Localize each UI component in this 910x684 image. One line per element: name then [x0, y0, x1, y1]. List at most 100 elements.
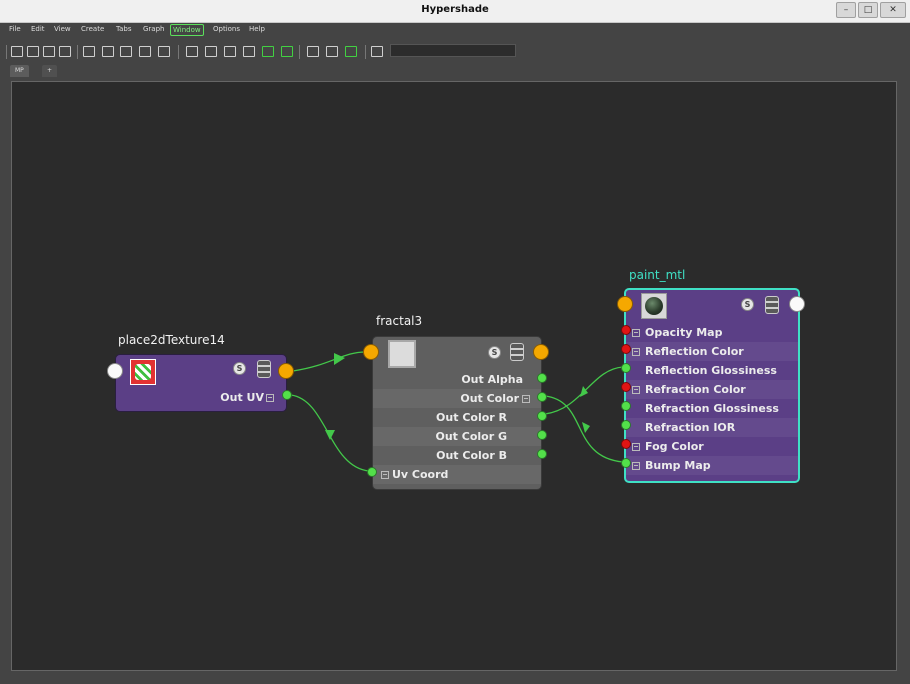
toolbar-separator: [77, 45, 78, 59]
input-port[interactable]: [617, 296, 633, 312]
attr-opacity-map[interactable]: Opacity Map: [626, 323, 798, 342]
attr-out-color[interactable]: Out Color: [373, 389, 541, 408]
frame-selected-icon[interactable]: [281, 46, 293, 57]
wire-arrow: [334, 353, 345, 365]
graph-network-icon[interactable]: [120, 46, 132, 57]
search-input[interactable]: [390, 44, 516, 57]
expand-icon[interactable]: [632, 443, 640, 451]
expand-icon[interactable]: [632, 348, 640, 356]
zoom-icon[interactable]: [262, 46, 274, 57]
toolbar-separator: [299, 45, 300, 59]
custom-mode-icon[interactable]: [243, 46, 255, 57]
fractal-node[interactable]: S Out Alpha Out Color Out Color R Out Co…: [372, 336, 542, 490]
connected-mode-icon[interactable]: [205, 46, 217, 57]
out-color-g-port[interactable]: [537, 430, 547, 440]
collapse-icon[interactable]: [522, 395, 530, 403]
connection-wires: [290, 351, 624, 472]
attr-refraction-glossiness[interactable]: Refraction Glossiness: [645, 402, 779, 415]
fog-color-port[interactable]: [621, 439, 631, 449]
refraction-glossiness-port[interactable]: [621, 401, 631, 411]
reflection-color-port[interactable]: [621, 344, 631, 354]
attribute-view-icon[interactable]: [257, 360, 271, 378]
node-title-place2dtexture: place2dTexture14: [118, 333, 225, 347]
menu-view[interactable]: View: [54, 25, 71, 33]
attr-out-uv[interactable]: Out UV: [116, 388, 286, 407]
attr-fog-color[interactable]: Fog Color: [626, 437, 798, 456]
menu-options[interactable]: Options: [213, 25, 241, 33]
menu-tabs[interactable]: Tabs: [116, 25, 132, 33]
shading-icon[interactable]: S: [488, 346, 501, 359]
out-color-b-port[interactable]: [537, 449, 547, 459]
pin-icon[interactable]: [326, 46, 338, 57]
filter-icon[interactable]: [371, 46, 383, 57]
expand-icon[interactable]: [632, 386, 640, 394]
menu-window[interactable]: Window: [170, 24, 204, 36]
close-icon[interactable]: ✕: [880, 2, 906, 18]
wire-arrow: [580, 386, 588, 397]
attr-bump-map[interactable]: Bump Map: [626, 456, 798, 475]
simple-mode-icon[interactable]: [186, 46, 198, 57]
tab-mp[interactable]: MP: [10, 65, 29, 77]
full-mode-icon[interactable]: [224, 46, 236, 57]
snap-icon[interactable]: [345, 46, 357, 57]
output-port[interactable]: [533, 344, 549, 360]
attr-out-alpha[interactable]: Out Alpha: [461, 373, 523, 386]
uv-coord-port[interactable]: [367, 467, 377, 477]
attr-out-color-g[interactable]: Out Color G: [373, 427, 541, 446]
window-controls: – □ ✕: [836, 2, 906, 18]
input-port[interactable]: [363, 344, 379, 360]
window-titlebar[interactable]: Hypershade – □ ✕: [0, 0, 910, 23]
paint-mtl-node[interactable]: S Opacity Map Reflection Color Reflectio…: [624, 288, 800, 483]
output-connections-icon[interactable]: [43, 46, 55, 57]
menu-graph[interactable]: Graph: [143, 25, 165, 33]
attr-refraction-ior[interactable]: Refraction IOR: [626, 418, 798, 437]
attr-out-color-r[interactable]: Out Color R: [436, 411, 507, 424]
out-uv-port[interactable]: [282, 390, 292, 400]
menu-create[interactable]: Create: [81, 25, 105, 33]
node-title-paint-mtl: paint_mtl: [629, 268, 686, 282]
shading-icon[interactable]: S: [233, 362, 246, 375]
out-color-port[interactable]: [537, 392, 547, 402]
attr-out-color-b[interactable]: Out Color B: [436, 449, 507, 462]
reflection-glossiness-port[interactable]: [621, 363, 631, 373]
out-color-r-port[interactable]: [537, 411, 547, 421]
output-port[interactable]: [278, 363, 294, 379]
menu-help[interactable]: Help: [249, 25, 265, 33]
menu-edit[interactable]: Edit: [31, 25, 45, 33]
attribute-view-icon[interactable]: [510, 343, 524, 361]
input-output-connections-icon[interactable]: [27, 46, 39, 57]
rearrange-graph-icon[interactable]: [139, 46, 151, 57]
maximize-icon[interactable]: □: [858, 2, 878, 18]
place2dtexture-node[interactable]: S Out UV: [115, 354, 287, 412]
clear-graph-icon[interactable]: [59, 46, 71, 57]
add-tab-button[interactable]: +: [42, 65, 58, 77]
attr-reflection-glossiness[interactable]: Reflection Glossiness: [645, 364, 777, 377]
expand-icon[interactable]: [632, 462, 640, 470]
minimize-icon[interactable]: –: [836, 2, 856, 18]
material-sphere-icon: [641, 293, 667, 319]
menu-file[interactable]: File: [9, 25, 21, 33]
input-port[interactable]: [107, 363, 123, 379]
input-connections-icon[interactable]: [11, 46, 23, 57]
expand-icon[interactable]: [266, 394, 274, 402]
remove-selected-icon[interactable]: [102, 46, 114, 57]
shading-icon[interactable]: S: [741, 298, 754, 311]
attr-uv-coord[interactable]: Uv Coord: [373, 465, 541, 484]
bump-map-port[interactable]: [621, 458, 631, 468]
refraction-color-port[interactable]: [621, 382, 631, 392]
attr-reflection-color[interactable]: Reflection Color: [626, 342, 798, 361]
out-alpha-port[interactable]: [537, 373, 547, 383]
attr-refraction-color[interactable]: Refraction Color: [626, 380, 798, 399]
add-selected-icon[interactable]: [83, 46, 95, 57]
attribute-view-icon[interactable]: [765, 296, 779, 314]
place2d-texture-icon: [130, 359, 156, 385]
node-graph-canvas[interactable]: place2dTexture14 S Out UV fractal3 S Out…: [11, 81, 897, 671]
hierarchy-icon[interactable]: [158, 46, 170, 57]
expand-icon[interactable]: [632, 329, 640, 337]
opacity-map-port[interactable]: [621, 325, 631, 335]
expand-icon[interactable]: [381, 471, 389, 479]
grid-icon[interactable]: [307, 46, 319, 57]
refraction-ior-port[interactable]: [621, 420, 631, 430]
output-port[interactable]: [789, 296, 805, 312]
wire-outcolorr-to-reflglossiness: [544, 366, 624, 415]
